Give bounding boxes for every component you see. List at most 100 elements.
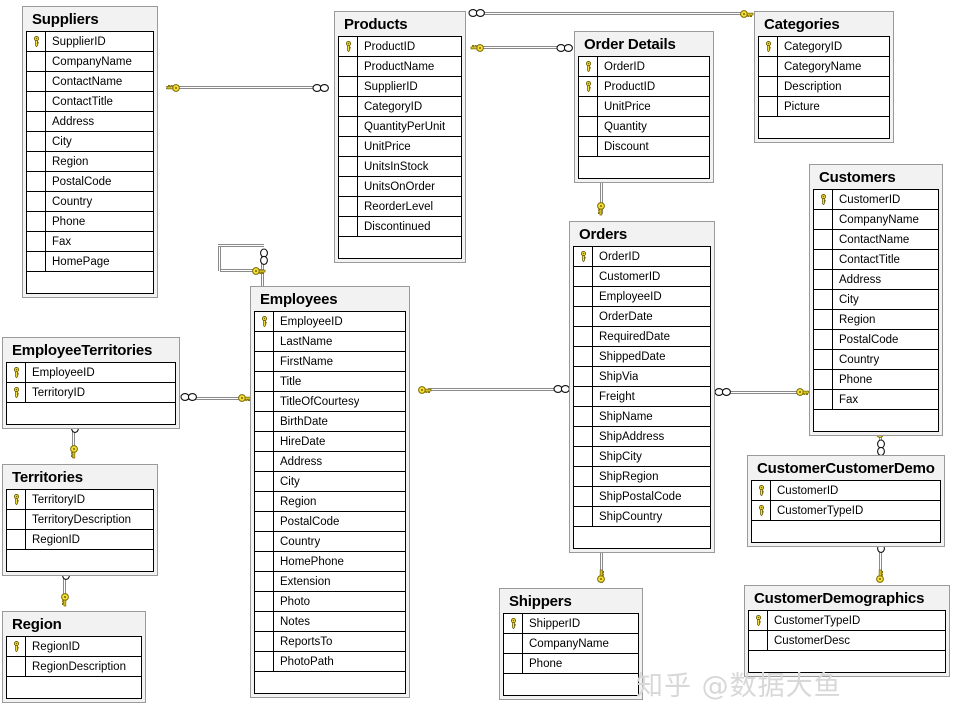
table-row[interactable]: UnitPrice <box>579 97 709 117</box>
table-row[interactable]: QuantityPerUnit <box>339 117 461 137</box>
table-row[interactable]: Fax <box>814 390 938 410</box>
table-row[interactable]: UnitsInStock <box>339 157 461 177</box>
table-row[interactable]: Quantity <box>579 117 709 137</box>
table-empty-row-categories[interactable] <box>758 117 890 139</box>
table-empty-row-region[interactable] <box>6 677 142 699</box>
table-row[interactable]: ContactTitle <box>814 250 938 270</box>
table-row[interactable]: CustomerTypeID <box>752 501 940 521</box>
table-row[interactable]: Address <box>814 270 938 290</box>
table-row[interactable]: ShipAddress <box>574 427 710 447</box>
table-row[interactable]: HireDate <box>255 432 405 452</box>
table-empty-row-territories[interactable] <box>6 550 154 572</box>
table-empty-row-employee-territories[interactable] <box>6 403 176 425</box>
table-row[interactable]: Region <box>255 492 405 512</box>
table-row[interactable]: Description <box>759 77 889 97</box>
table-row[interactable]: Address <box>255 452 405 472</box>
table-row[interactable]: ProductName <box>339 57 461 77</box>
table-row[interactable]: EmployeeID <box>255 312 405 332</box>
table-empty-row-order-details[interactable] <box>578 157 710 179</box>
table-row[interactable]: ReportsTo <box>255 632 405 652</box>
table-row[interactable]: OrderID <box>574 247 710 267</box>
table-row[interactable]: ShipPostalCode <box>574 487 710 507</box>
table-row[interactable]: City <box>27 132 153 152</box>
table-row[interactable]: ReorderLevel <box>339 197 461 217</box>
table-row[interactable]: TerritoryDescription <box>7 510 153 530</box>
table-row[interactable]: HomePhone <box>255 552 405 572</box>
table-row[interactable]: Phone <box>27 212 153 232</box>
table-row[interactable]: UnitsOnOrder <box>339 177 461 197</box>
table-row[interactable]: CompanyName <box>504 634 638 654</box>
table-empty-row-suppliers[interactable] <box>26 272 154 294</box>
table-row[interactable]: CategoryID <box>339 97 461 117</box>
table-empty-row-customer-demographics[interactable] <box>748 651 946 673</box>
table-row[interactable]: ShipVia <box>574 367 710 387</box>
table-row[interactable]: SupplierID <box>27 32 153 52</box>
table-row[interactable]: ContactName <box>814 230 938 250</box>
table-row[interactable]: PhotoPath <box>255 652 405 672</box>
table-row[interactable]: HomePage <box>27 252 153 272</box>
table-row[interactable]: Address <box>27 112 153 132</box>
table-row[interactable]: City <box>255 472 405 492</box>
table-row[interactable]: TerritoryID <box>7 490 153 510</box>
table-row[interactable]: Notes <box>255 612 405 632</box>
table-row[interactable]: ProductID <box>339 37 461 57</box>
table-row[interactable]: City <box>814 290 938 310</box>
table-row[interactable]: CustomerID <box>814 190 938 210</box>
table-row[interactable]: Country <box>814 350 938 370</box>
table-row[interactable]: Country <box>255 532 405 552</box>
table-row[interactable]: TerritoryID <box>7 383 175 403</box>
table-row[interactable]: OrderID <box>579 57 709 77</box>
table-empty-row-shippers[interactable] <box>503 674 639 696</box>
table-row[interactable]: FirstName <box>255 352 405 372</box>
table-row[interactable]: CustomerTypeID <box>749 611 945 631</box>
table-row[interactable]: SupplierID <box>339 77 461 97</box>
table-row[interactable]: EmployeeID <box>574 287 710 307</box>
table-row[interactable]: Photo <box>255 592 405 612</box>
table-empty-row-products[interactable] <box>338 237 462 259</box>
table-row[interactable]: Country <box>27 192 153 212</box>
table-row[interactable]: Region <box>814 310 938 330</box>
table-row[interactable]: RegionID <box>7 637 141 657</box>
table-row[interactable]: PostalCode <box>814 330 938 350</box>
table-row[interactable]: LastName <box>255 332 405 352</box>
table-row[interactable]: ShipperID <box>504 614 638 634</box>
table-row[interactable]: CompanyName <box>814 210 938 230</box>
table-row[interactable]: ShippedDate <box>574 347 710 367</box>
table-row[interactable]: RegionID <box>7 530 153 550</box>
table-row[interactable]: UnitPrice <box>339 137 461 157</box>
table-row[interactable]: EmployeeID <box>7 363 175 383</box>
table-row[interactable]: ShipCountry <box>574 507 710 527</box>
table-row[interactable]: CategoryName <box>759 57 889 77</box>
table-row[interactable]: RegionDescription <box>7 657 141 677</box>
table-row[interactable]: ProductID <box>579 77 709 97</box>
table-empty-row-employees[interactable] <box>254 672 406 694</box>
table-row[interactable]: CustomerDesc <box>749 631 945 651</box>
table-empty-row-orders[interactable] <box>573 527 711 549</box>
table-row[interactable]: CustomerID <box>574 267 710 287</box>
table-row[interactable]: Freight <box>574 387 710 407</box>
table-row[interactable]: Phone <box>814 370 938 390</box>
table-row[interactable]: ContactTitle <box>27 92 153 112</box>
table-row[interactable]: ShipRegion <box>574 467 710 487</box>
table-row[interactable]: CategoryID <box>759 37 889 57</box>
table-row[interactable]: Discount <box>579 137 709 157</box>
table-row[interactable]: CompanyName <box>27 52 153 72</box>
table-row[interactable]: Fax <box>27 232 153 252</box>
table-row[interactable]: PostalCode <box>255 512 405 532</box>
table-row[interactable]: ShipCity <box>574 447 710 467</box>
table-row[interactable]: CustomerID <box>752 481 940 501</box>
table-row[interactable]: Extension <box>255 572 405 592</box>
